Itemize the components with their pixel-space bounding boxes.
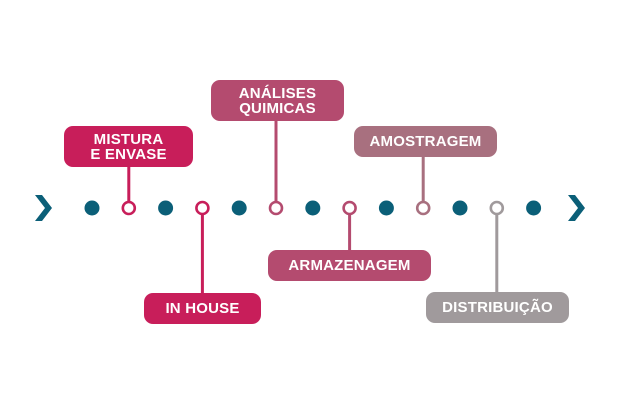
step-label-analises-quimicas: ANÁLISES QUIMICAS — [211, 80, 344, 121]
connector-lines — [127, 121, 499, 293]
timeline-dot — [378, 200, 394, 216]
step-label-in-house: IN HOUSE — [144, 293, 261, 324]
timeline-step-node-in-house — [195, 200, 210, 216]
timeline-step-node-distribuicao — [489, 200, 505, 216]
timeline-dot — [231, 200, 247, 216]
step-label-amostragem: AMOSTRAGEM — [354, 126, 497, 157]
timeline-dot — [452, 200, 468, 216]
timeline-step-node-mistura — [121, 200, 137, 216]
timeline-dot — [526, 200, 542, 216]
step-label-mistura-e-envase: MISTURA E ENVASE — [64, 126, 193, 167]
step-label-armazenagem: ARMAZENAGEM — [268, 250, 431, 281]
timeline-step-node-armazenagem — [342, 200, 357, 216]
timeline-step-node-analises — [268, 200, 284, 216]
chevron-right-icon — [35, 195, 52, 221]
chevron-right-icon — [568, 195, 585, 221]
timeline-dot — [305, 200, 321, 216]
step-label-distribuicao: DISTRIBUIÇÃO — [426, 292, 569, 323]
timeline-dot — [84, 200, 100, 216]
timeline-step-node-amostragem — [415, 200, 431, 216]
timeline-dot — [158, 200, 174, 216]
timeline-points — [84, 200, 542, 216]
